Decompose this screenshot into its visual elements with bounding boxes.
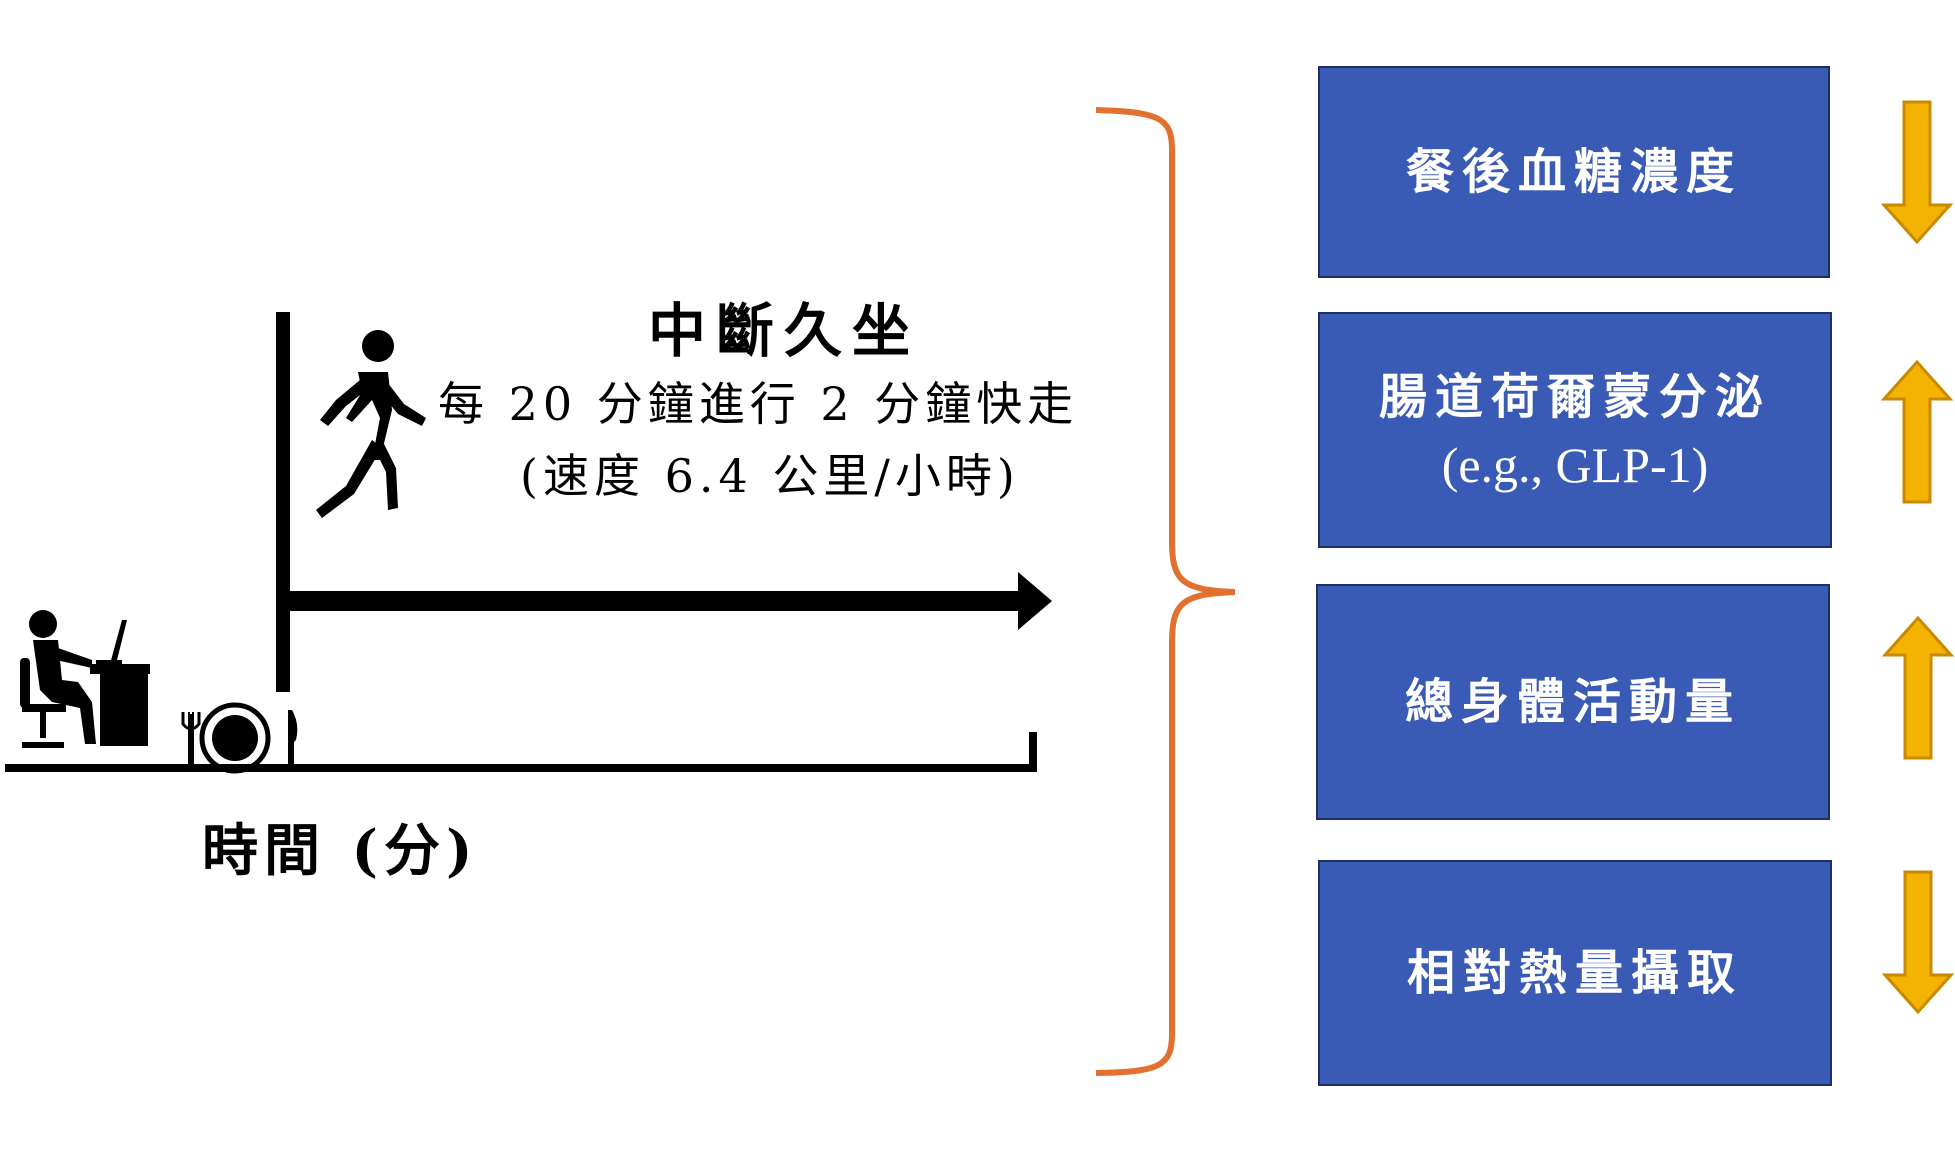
outcome-box-total-activity: 總身體活動量 bbox=[1316, 584, 1830, 820]
outcome-box-energy-intake: 相對熱量攝取 bbox=[1318, 860, 1832, 1086]
outcome-sublabel: (e.g., GLP-1) bbox=[1441, 437, 1709, 493]
diagram-subtitle-line1: 每 20 分鐘進行 2 分鐘快走 bbox=[438, 377, 1079, 431]
outcome-label: 腸道荷爾蒙分泌 bbox=[1378, 369, 1771, 425]
person-at-desk-icon bbox=[20, 610, 150, 748]
outcome-4-down-arrow bbox=[1881, 870, 1955, 1015]
grouping-brace bbox=[1095, 107, 1236, 1076]
walking-person-icon bbox=[316, 330, 426, 518]
outcome-2-up-arrow bbox=[1880, 359, 1954, 504]
outcome-label: 總身體活動量 bbox=[1404, 674, 1741, 730]
diagram-subtitle-line2: (速度 6.4 公里/小時) bbox=[520, 449, 1020, 503]
outcome-box-postprandial-glucose: 餐後血糖濃度 bbox=[1318, 66, 1830, 278]
time-axis-label: 時間 (分) bbox=[202, 818, 479, 884]
outcome-label: 相對熱量攝取 bbox=[1406, 945, 1743, 1001]
outcome-label: 餐後血糖濃度 bbox=[1405, 144, 1742, 200]
outcome-3-up-arrow bbox=[1881, 615, 1955, 760]
plate-fork-knife-icon bbox=[181, 702, 298, 774]
diagram-title: 中斷久坐 bbox=[648, 297, 921, 365]
outcome-box-gut-hormone: 腸道荷爾蒙分泌 (e.g., GLP-1) bbox=[1318, 312, 1832, 548]
activity-arrow-head bbox=[1018, 572, 1052, 630]
outcome-1-down-arrow bbox=[1880, 100, 1954, 245]
activity-arrow-shaft bbox=[290, 591, 1020, 611]
